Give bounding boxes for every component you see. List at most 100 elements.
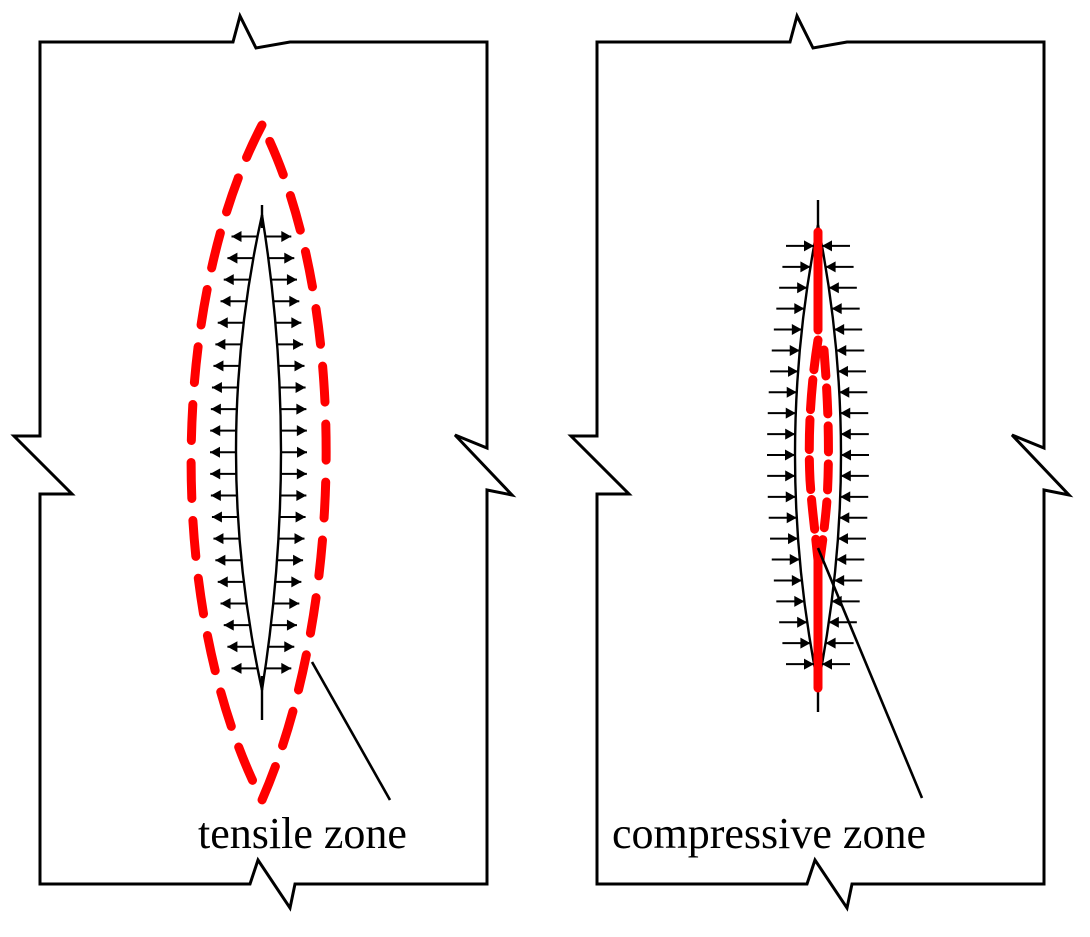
- compressive-left-arrow: [773, 324, 802, 336]
- tensile-left-arrow: [217, 576, 244, 588]
- compressive-right-arrow: [821, 658, 850, 670]
- compressive-left-arrow: [776, 595, 805, 607]
- compressive-right-arrow: [839, 386, 868, 398]
- tensile-right-arrow: [270, 619, 297, 631]
- compressive-left-arrow: [768, 386, 797, 398]
- tensile-left-arrow: [220, 597, 247, 609]
- tensile-left-arrow: [220, 295, 247, 307]
- tensile-left-arrow: [231, 662, 258, 674]
- compressive-right-arrow: [840, 491, 869, 503]
- compressive-left-arrow: [771, 554, 800, 566]
- compressive-left-arrow: [782, 261, 811, 273]
- compressive-zone-leader: [816, 547, 924, 799]
- tensile-right-arrow: [265, 231, 292, 243]
- tensile-right-arrow: [278, 533, 305, 545]
- tensile-right-arrow: [275, 317, 302, 329]
- tensile-left-arrow: [210, 489, 237, 501]
- tensile-right-arrow: [280, 468, 307, 480]
- compressive-zone-core-middle: [804, 335, 823, 565]
- compressive-left-arrow: [770, 533, 799, 545]
- tensile-zone-label: tensile zone: [198, 809, 407, 858]
- compressive-right-arrow: [834, 574, 863, 586]
- compressive-panel: compressive zone: [567, 11, 1074, 912]
- tensile-right-arrow: [270, 274, 297, 286]
- tensile-stress-arrows: [210, 231, 307, 674]
- tensile-left-arrow: [210, 403, 237, 415]
- tensile-left-arrow: [211, 511, 238, 523]
- tensile-right-arrow: [273, 597, 300, 609]
- compressive-right-arrow: [840, 470, 869, 482]
- compressive-right-arrow: [840, 428, 869, 440]
- compressive-left-arrow: [767, 491, 796, 503]
- tensile-right-arrow: [279, 381, 306, 393]
- compressive-right-arrow: [821, 240, 850, 252]
- tensile-right-arrow: [280, 425, 307, 437]
- compressive-left-arrow: [767, 428, 796, 440]
- compressive-right-arrow: [837, 365, 866, 377]
- compressive-left-arrow: [786, 658, 815, 670]
- compressive-right-arrow: [825, 637, 854, 649]
- tensile-left-arrow: [227, 641, 254, 653]
- compressive-left-arrow: [767, 470, 796, 482]
- compressive-left-arrow: [770, 365, 799, 377]
- tensile-right-arrow: [279, 511, 306, 523]
- compressive-right-arrow: [840, 407, 869, 419]
- compressive-left-arrow: [768, 512, 797, 524]
- tensile-left-arrow: [211, 381, 238, 393]
- tensile-left-arrow: [210, 446, 236, 458]
- tensile-left-arrow: [223, 619, 250, 631]
- compressive-right-arrow: [839, 512, 868, 524]
- compressive-right-arrow: [834, 324, 863, 336]
- tensile-panel: tensile zone: [10, 11, 517, 912]
- compressive-right-arrow: [828, 282, 857, 294]
- compressive-right-arrow: [828, 616, 857, 628]
- compressive-left-arrow: [767, 407, 796, 419]
- compressive-left-arrow: [782, 637, 811, 649]
- tensile-left-arrow: [215, 554, 242, 566]
- compressive-left-arrow: [767, 449, 795, 461]
- compressive-left-arrow: [776, 303, 805, 315]
- tensile-zone-leader: [310, 661, 392, 801]
- compressive-zone-core-middle-pair: [815, 345, 833, 565]
- tensile-left-arrow: [223, 274, 250, 286]
- tensile-left-arrow: [210, 468, 237, 480]
- tensile-left-arrow: [227, 252, 254, 264]
- compressive-left-arrow: [779, 616, 808, 628]
- tensile-left-arrow: [217, 317, 244, 329]
- tensile-right-arrow: [273, 295, 300, 307]
- tensile-right-arrow: [265, 662, 292, 674]
- compressive-right-arrow: [831, 595, 860, 607]
- compressive-panel-outline: [567, 11, 1074, 912]
- tensile-right-arrow: [275, 576, 302, 588]
- compressive-zone-label: compressive zone: [612, 809, 926, 858]
- tensile-left-arrow: [231, 231, 258, 243]
- compressive-left-arrow: [771, 344, 800, 356]
- compressive-stress-arrows: [767, 240, 869, 670]
- tensile-right-arrow: [281, 446, 307, 458]
- tensile-right-arrow: [268, 641, 295, 653]
- compressive-right-arrow: [841, 449, 869, 461]
- compressive-left-arrow: [773, 574, 802, 586]
- tensile-right-arrow: [278, 360, 305, 372]
- tensile-right-arrow: [280, 403, 307, 415]
- tensile-crack-left-edge: [234, 214, 264, 691]
- tensile-crack-right-edge: [260, 214, 283, 691]
- tensile-right-arrow: [277, 338, 304, 350]
- tensile-panel-outline: [10, 11, 517, 912]
- compressive-left-arrow: [779, 282, 808, 294]
- compressive-right-arrow: [837, 533, 866, 545]
- tensile-left-arrow: [215, 338, 242, 350]
- tensile-left-arrow: [213, 533, 240, 545]
- tensile-right-arrow: [268, 252, 295, 264]
- compressive-right-arrow: [825, 261, 854, 273]
- tensile-left-arrow: [210, 425, 237, 437]
- tensile-right-arrow: [277, 554, 304, 566]
- tensile-zone-envelope: [186, 115, 331, 811]
- tensile-right-arrow: [280, 489, 307, 501]
- compressive-right-arrow: [831, 303, 860, 315]
- tensile-left-arrow: [213, 360, 240, 372]
- compressive-right-arrow: [836, 554, 865, 566]
- compressive-left-arrow: [786, 240, 815, 252]
- compressive-right-arrow: [836, 344, 865, 356]
